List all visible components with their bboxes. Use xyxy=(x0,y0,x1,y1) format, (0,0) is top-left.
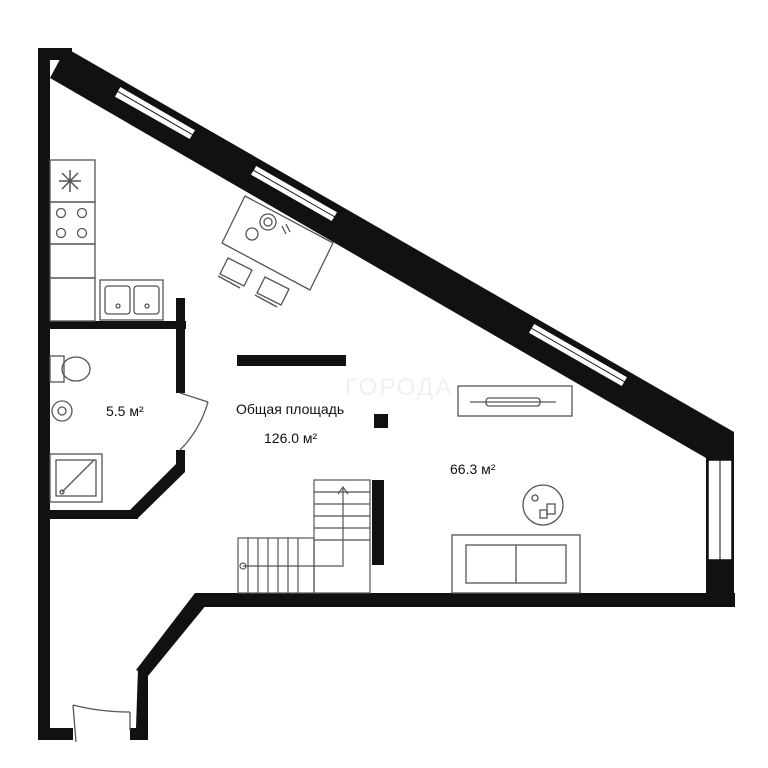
toilet-bowl xyxy=(61,356,91,382)
wall-bottom-left xyxy=(38,728,73,740)
wall-entry-angle xyxy=(136,668,148,728)
wall-bath-top xyxy=(38,321,186,329)
burner-icon xyxy=(76,227,88,239)
wall-bottom-right-entry xyxy=(130,728,148,740)
burner-icon xyxy=(76,207,88,219)
bathroom-fixtures xyxy=(49,355,103,503)
total-area-title: Общая площадь xyxy=(236,401,344,417)
staircase xyxy=(237,479,371,594)
wall-bath-bottom xyxy=(38,510,138,519)
chair xyxy=(256,276,290,306)
counter-end xyxy=(49,277,96,322)
coffee-table xyxy=(522,484,564,526)
snowflake-icon xyxy=(59,170,81,192)
wall-bath-right-upper xyxy=(176,298,185,393)
sofa xyxy=(451,534,581,594)
partition-wall xyxy=(237,355,346,366)
plate-icon xyxy=(245,227,259,241)
stair-upper-flight xyxy=(313,479,371,594)
kitchen xyxy=(49,159,164,322)
diagonal-wall xyxy=(50,48,734,561)
total-area-value: 126.0 м² xyxy=(264,430,318,446)
shower-drain xyxy=(59,489,65,495)
dining-table xyxy=(217,195,334,308)
bath-door[interactable] xyxy=(179,392,209,451)
living-furniture xyxy=(451,385,581,594)
living-area-label: 66.3 м² xyxy=(450,461,496,477)
plate-icon xyxy=(259,213,277,231)
wall-bath-diagonal xyxy=(128,464,185,518)
watermark-text: ГОРОДА xyxy=(345,374,453,401)
bathroom-area-label: 5.5 м² xyxy=(106,403,144,419)
burner-icon xyxy=(55,207,67,219)
tv-stand xyxy=(457,385,573,417)
counter xyxy=(49,243,96,279)
kitchen-sink xyxy=(99,279,164,321)
wall-diagonal xyxy=(50,48,734,458)
shower-tray xyxy=(49,453,103,503)
stair-arrow xyxy=(243,487,344,567)
interior-walls xyxy=(38,298,186,519)
column xyxy=(374,414,388,428)
wall-bottom xyxy=(195,593,735,607)
chair xyxy=(219,257,253,287)
toilet-tank xyxy=(49,355,65,383)
stove xyxy=(49,201,96,245)
wall-left xyxy=(38,50,50,740)
wall-lower-diagonal xyxy=(136,593,207,676)
table-top xyxy=(221,195,334,291)
entrance-door[interactable] xyxy=(72,704,131,743)
washbasin xyxy=(51,400,73,422)
wall-bath-right-lower xyxy=(176,450,185,472)
stair-wall xyxy=(372,480,384,565)
burner-icon xyxy=(55,227,67,239)
